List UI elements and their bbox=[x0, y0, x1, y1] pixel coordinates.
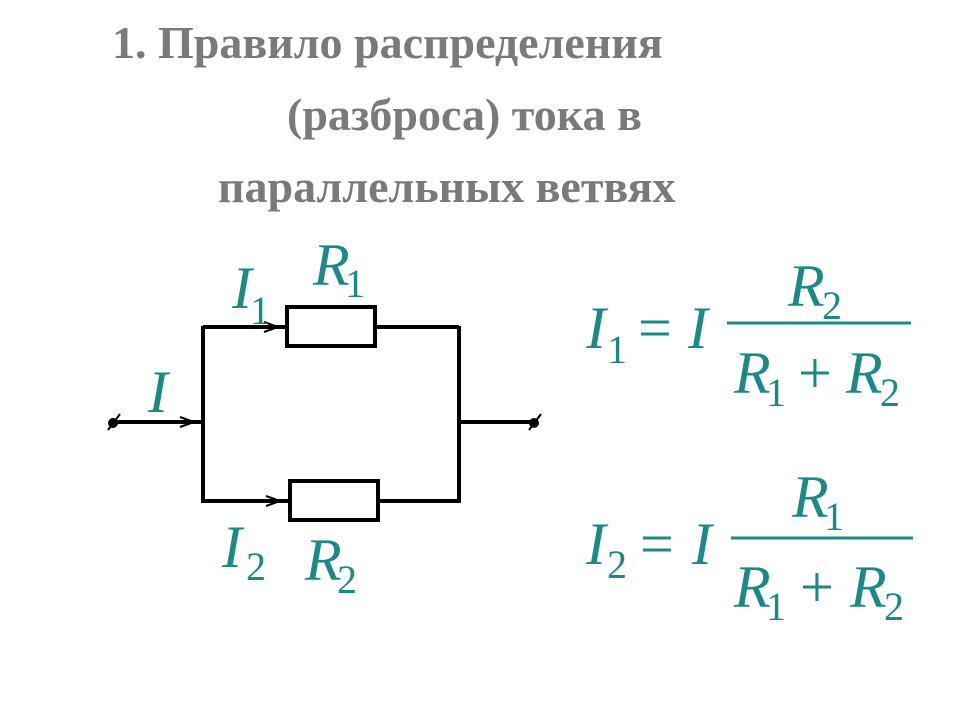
svg-text:1: 1 bbox=[607, 327, 627, 372]
svg-text:+: + bbox=[800, 554, 834, 620]
svg-text:I: I bbox=[691, 511, 715, 577]
svg-text:1: 1 bbox=[824, 494, 844, 539]
resistor-r1 bbox=[285, 305, 377, 348]
label-i1: I 1 bbox=[231, 255, 270, 333]
svg-text:2: 2 bbox=[337, 557, 357, 602]
svg-text:2: 2 bbox=[880, 370, 900, 415]
svg-text:I: I bbox=[585, 295, 609, 361]
arrow-i1 bbox=[238, 321, 281, 333]
svg-text:R: R bbox=[304, 527, 342, 593]
title-line-3: параллельных ветвях bbox=[218, 161, 676, 212]
svg-text:1: 1 bbox=[766, 584, 786, 629]
arrow-i-input bbox=[150, 416, 197, 428]
label-r1: R 1 bbox=[312, 232, 365, 306]
svg-text:I: I bbox=[231, 255, 255, 321]
output-terminal-tick bbox=[528, 413, 542, 431]
title-line-2: (разброса) тока в bbox=[287, 89, 642, 140]
formula-i2: I 2 = I R 1 R 1 + R 2 bbox=[585, 464, 913, 629]
svg-text:2: 2 bbox=[607, 542, 627, 587]
input-terminal-tick bbox=[107, 413, 121, 431]
circuit-diagram: R 1 I 1 I I 2 R 2 bbox=[107, 232, 542, 602]
svg-text:R: R bbox=[791, 464, 829, 530]
svg-text:1: 1 bbox=[345, 261, 365, 306]
svg-text:R: R bbox=[312, 232, 350, 298]
svg-text:I: I bbox=[585, 511, 609, 577]
svg-text:=: = bbox=[638, 295, 672, 361]
svg-text:1: 1 bbox=[250, 288, 270, 333]
resistor-r2 bbox=[288, 479, 380, 522]
svg-text:I: I bbox=[687, 295, 711, 361]
svg-text:2: 2 bbox=[246, 544, 266, 589]
svg-text:I: I bbox=[221, 514, 245, 580]
title-line-1: 1. Правило распределения bbox=[112, 17, 663, 68]
label-r2: R 2 bbox=[304, 527, 357, 602]
svg-text:=: = bbox=[640, 511, 674, 577]
svg-text:R: R bbox=[733, 554, 771, 620]
formula-i1: I 1 = I R 2 R 1 + R 2 bbox=[585, 253, 911, 415]
svg-text:2: 2 bbox=[884, 584, 904, 629]
svg-text:R: R bbox=[849, 554, 887, 620]
svg-text:+: + bbox=[798, 340, 832, 406]
arrow-i2 bbox=[238, 495, 283, 507]
svg-text:1: 1 bbox=[766, 370, 786, 415]
label-i2: I 2 bbox=[221, 514, 266, 589]
svg-text:I: I bbox=[147, 359, 171, 425]
svg-text:2: 2 bbox=[822, 283, 842, 328]
label-i: I bbox=[147, 359, 171, 425]
svg-text:R: R bbox=[733, 340, 771, 406]
svg-text:R: R bbox=[787, 253, 825, 319]
svg-text:R: R bbox=[845, 340, 883, 406]
